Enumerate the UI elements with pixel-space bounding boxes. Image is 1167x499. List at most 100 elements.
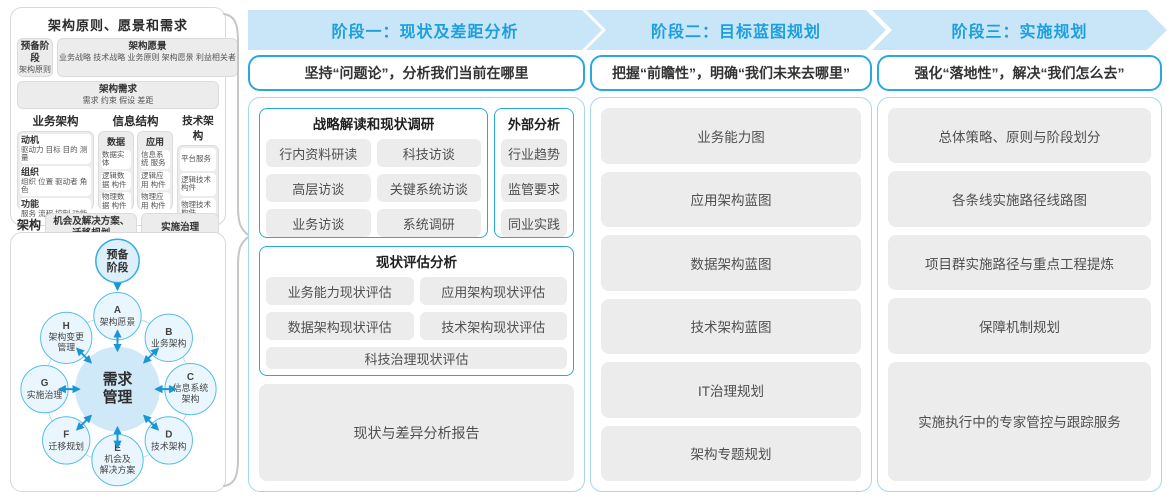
- external-analysis-stack: 行业趋势 监管要求 同业实践: [501, 139, 567, 237]
- strategy-research-title: 战略解读和现状调研: [312, 117, 435, 132]
- phase3-item-tall: 实施执行中的专家管控与跟踪服务: [888, 361, 1151, 482]
- phase2-item: IT治理规划: [601, 362, 861, 418]
- assessment-item: 应用架构现状评估: [419, 277, 567, 305]
- node-a-architecture-vision: A 架构愿景: [93, 291, 142, 341]
- business-architecture-header: 业务架构: [32, 115, 79, 128]
- phase2-item: 数据架构蓝图: [601, 235, 861, 291]
- phase2-item: 业务能力图: [601, 108, 861, 164]
- app-item: 信息系统 服务: [139, 149, 171, 170]
- panel-title: 架构原则、愿景和需求: [47, 18, 188, 33]
- external-analysis-box: 外部分析 行业趋势 监管要求 同业实践: [494, 108, 574, 238]
- center-node-arrows: [57, 329, 178, 449]
- adm-cycle-diagram: 预备 阶段 需求 管理 A 架构愿景 B 业务架构: [20, 238, 217, 487]
- phase2-content: 业务能力图 应用架构蓝图 数据架构蓝图 技术架构蓝图 IT治理规划 架构专题规划: [590, 97, 872, 492]
- vision-sub: 业务战略 技术战略 业务原则 架构愿景 利益相关者: [59, 52, 236, 62]
- strategy-research-box: 战略解读和现状调研 行内资料研读 科技访谈 高层访谈 关键系统访谈 业务访谈 系…: [259, 108, 488, 238]
- phase3-item: 总体策略、原则与阶段划分: [888, 108, 1151, 164]
- biz-item-title: 功能: [21, 198, 40, 209]
- svg-text:管理: 管理: [57, 342, 75, 353]
- svg-text:预备: 预备: [107, 247, 129, 261]
- svg-text:A: A: [114, 305, 121, 316]
- application-subcolumn-header: 应用: [146, 136, 165, 147]
- phase3-content: 总体策略、原则与阶段划分 各条线实施路径线路图 项目群实施路径与重点工程提炼 保…: [877, 97, 1162, 492]
- prep-stage-title: 预备阶段: [20, 41, 50, 64]
- phase1-content: 战略解读和现状调研 行内资料研读 科技访谈 高层访谈 关键系统访谈 业务访谈 系…: [248, 97, 585, 492]
- vision-title: 架构愿景: [128, 41, 167, 52]
- tech-item: 逻辑技术 构件: [180, 172, 217, 196]
- svg-text:技术架构: 技术架构: [151, 440, 187, 451]
- svg-text:阶段: 阶段: [107, 260, 129, 274]
- biz-item-sub: 组织 位置 驱动者 角色: [21, 176, 88, 195]
- application-subcolumn: 应用 信息系统 服务 逻辑应用 构件 物理应用 构件: [136, 130, 174, 212]
- tech-item: 平台服务: [180, 147, 217, 171]
- svg-text:架构愿景: 架构愿景: [100, 316, 136, 327]
- phase1-banner: 阶段一：现状及差距分析: [248, 10, 602, 50]
- biz-item-title: 组织: [21, 166, 40, 177]
- research-item: 关键系统访谈: [376, 174, 481, 202]
- assessment-box: 现状评估分析 业务能力现状评估 应用架构现状评估 数据架构现状评估 技术架构现状…: [259, 246, 574, 376]
- assessment-item: 业务能力现状评估: [266, 277, 414, 305]
- svg-text:实施治理: 实施治理: [27, 389, 63, 400]
- research-item: 业务访谈: [266, 209, 371, 237]
- requirement-title: 架构需求: [98, 84, 137, 96]
- phase3-item: 保障机制规划: [888, 298, 1151, 354]
- business-architecture-column: 业务架构 动机 驱动力 目标 目的 测量 组织 组织 位置 驱动者 角色 功能 …: [17, 113, 94, 220]
- svg-text:架构: 架构: [182, 393, 200, 404]
- research-item: 系统调研: [376, 209, 481, 237]
- research-item: 高层访谈: [266, 174, 371, 202]
- external-item: 行业趋势: [501, 139, 567, 167]
- biz-item: 组织 组织 位置 驱动者 角色: [20, 165, 91, 196]
- phase3-banner: 阶段三：实施规划: [872, 10, 1167, 50]
- technical-architecture-column: 技术架构 平台服务 逻辑技术 构件 物理技术 构件: [177, 113, 220, 224]
- svg-text:B: B: [165, 327, 172, 338]
- phase2-banner: 阶段二：目标蓝图规划: [586, 10, 886, 50]
- svg-text:解决方案: 解决方案: [100, 464, 136, 475]
- requirement-sub: 需求 约束 假设 差距: [82, 96, 154, 106]
- svg-text:机会及: 机会及: [104, 453, 131, 464]
- research-item: 行内资料研读: [266, 139, 371, 167]
- architecture-principles-panel: 架构原则、愿景和需求 预备阶段 架构原则 架构愿景 业务战略 技术战略 业务原则…: [10, 7, 238, 253]
- vision-card: 架构愿景 业务战略 技术战略 业务原则 架构愿景 利益相关者: [57, 38, 238, 78]
- biz-item-sub: 驱动力 目标 目的 测量: [21, 144, 88, 163]
- research-item: 科技访谈: [376, 139, 481, 167]
- svg-text:C: C: [187, 372, 194, 383]
- information-subcolumns: 数据 数据实体 逻辑数据 构件 物理数据 构件 应用 信息系统 服务 逻辑应用 …: [97, 130, 174, 212]
- svg-text:D: D: [165, 429, 172, 440]
- phase3-item: 项目群实施路径与重点工程提炼: [888, 234, 1151, 291]
- app-item: 逻辑应用 构件: [139, 171, 171, 191]
- svg-text:H: H: [63, 321, 70, 332]
- assessment-full-item: 科技治理现状评估: [266, 347, 567, 369]
- external-item: 同业实践: [501, 209, 567, 237]
- phase1-subtitle: 坚持“问题论”，分析我们当前在哪里: [248, 55, 585, 91]
- prep-vision-row: 预备阶段 架构原则 架构愿景 业务战略 技术战略 业务原则 架构愿景 利益相关者: [17, 38, 238, 78]
- svg-text:需求: 需求: [103, 370, 133, 388]
- node-c-information-systems-architecture: C 信息系统 架构: [164, 362, 217, 416]
- svg-text:管理: 管理: [103, 388, 133, 406]
- phase2-item: 技术架构蓝图: [601, 298, 861, 354]
- phase2-subtitle: 把握“前瞻性”，明确“我们未来去哪里”: [590, 55, 872, 91]
- assessment-item: 技术架构现状评估: [419, 312, 567, 340]
- phase3-subtitle: 强化“落地性”，解决“我们怎么去”: [877, 55, 1162, 91]
- data-subcolumn-header: 数据: [106, 136, 125, 147]
- assessment-grid: 业务能力现状评估 应用架构现状评估 数据架构现状评估 技术架构现状评估: [266, 277, 567, 340]
- biz-item: 动机 驱动力 目标 目的 测量: [20, 133, 91, 164]
- data-item: 物理数据 构件: [100, 192, 131, 212]
- svg-text:信息系统: 信息系统: [173, 382, 209, 393]
- prep-stage-node: 预备 阶段: [95, 238, 140, 284]
- svg-text:迁移规划: 迁移规划: [48, 440, 84, 451]
- svg-text:业务架构: 业务架构: [151, 338, 187, 349]
- information-structure-column: 信息结构 数据 数据实体 逻辑数据 构件 物理数据 构件 应用 信息系统 服务 …: [97, 113, 174, 212]
- svg-text:G: G: [41, 378, 49, 389]
- data-item: 逻辑数据 构件: [100, 171, 131, 191]
- assessment-item: 数据架构现状评估: [266, 312, 414, 340]
- external-analysis-title: 外部分析: [507, 117, 560, 132]
- information-structure-header: 信息结构: [112, 115, 159, 128]
- data-subcolumn: 数据 数据实体 逻辑数据 构件 物理数据 构件: [97, 130, 134, 212]
- node-e-opportunities-solutions: E 机会及 解决方案: [91, 433, 144, 487]
- phase1-top-row: 战略解读和现状调研 行内资料研读 科技访谈 高层访谈 关键系统访谈 业务访谈 系…: [259, 108, 574, 238]
- adm-cycle-panel: 预备 阶段 需求 管理 A 架构愿景 B 业务架构: [10, 232, 226, 492]
- assessment-title: 现状评估分析: [376, 255, 457, 270]
- app-item: 物理应用 构件: [139, 192, 171, 212]
- svg-text:F: F: [63, 429, 69, 440]
